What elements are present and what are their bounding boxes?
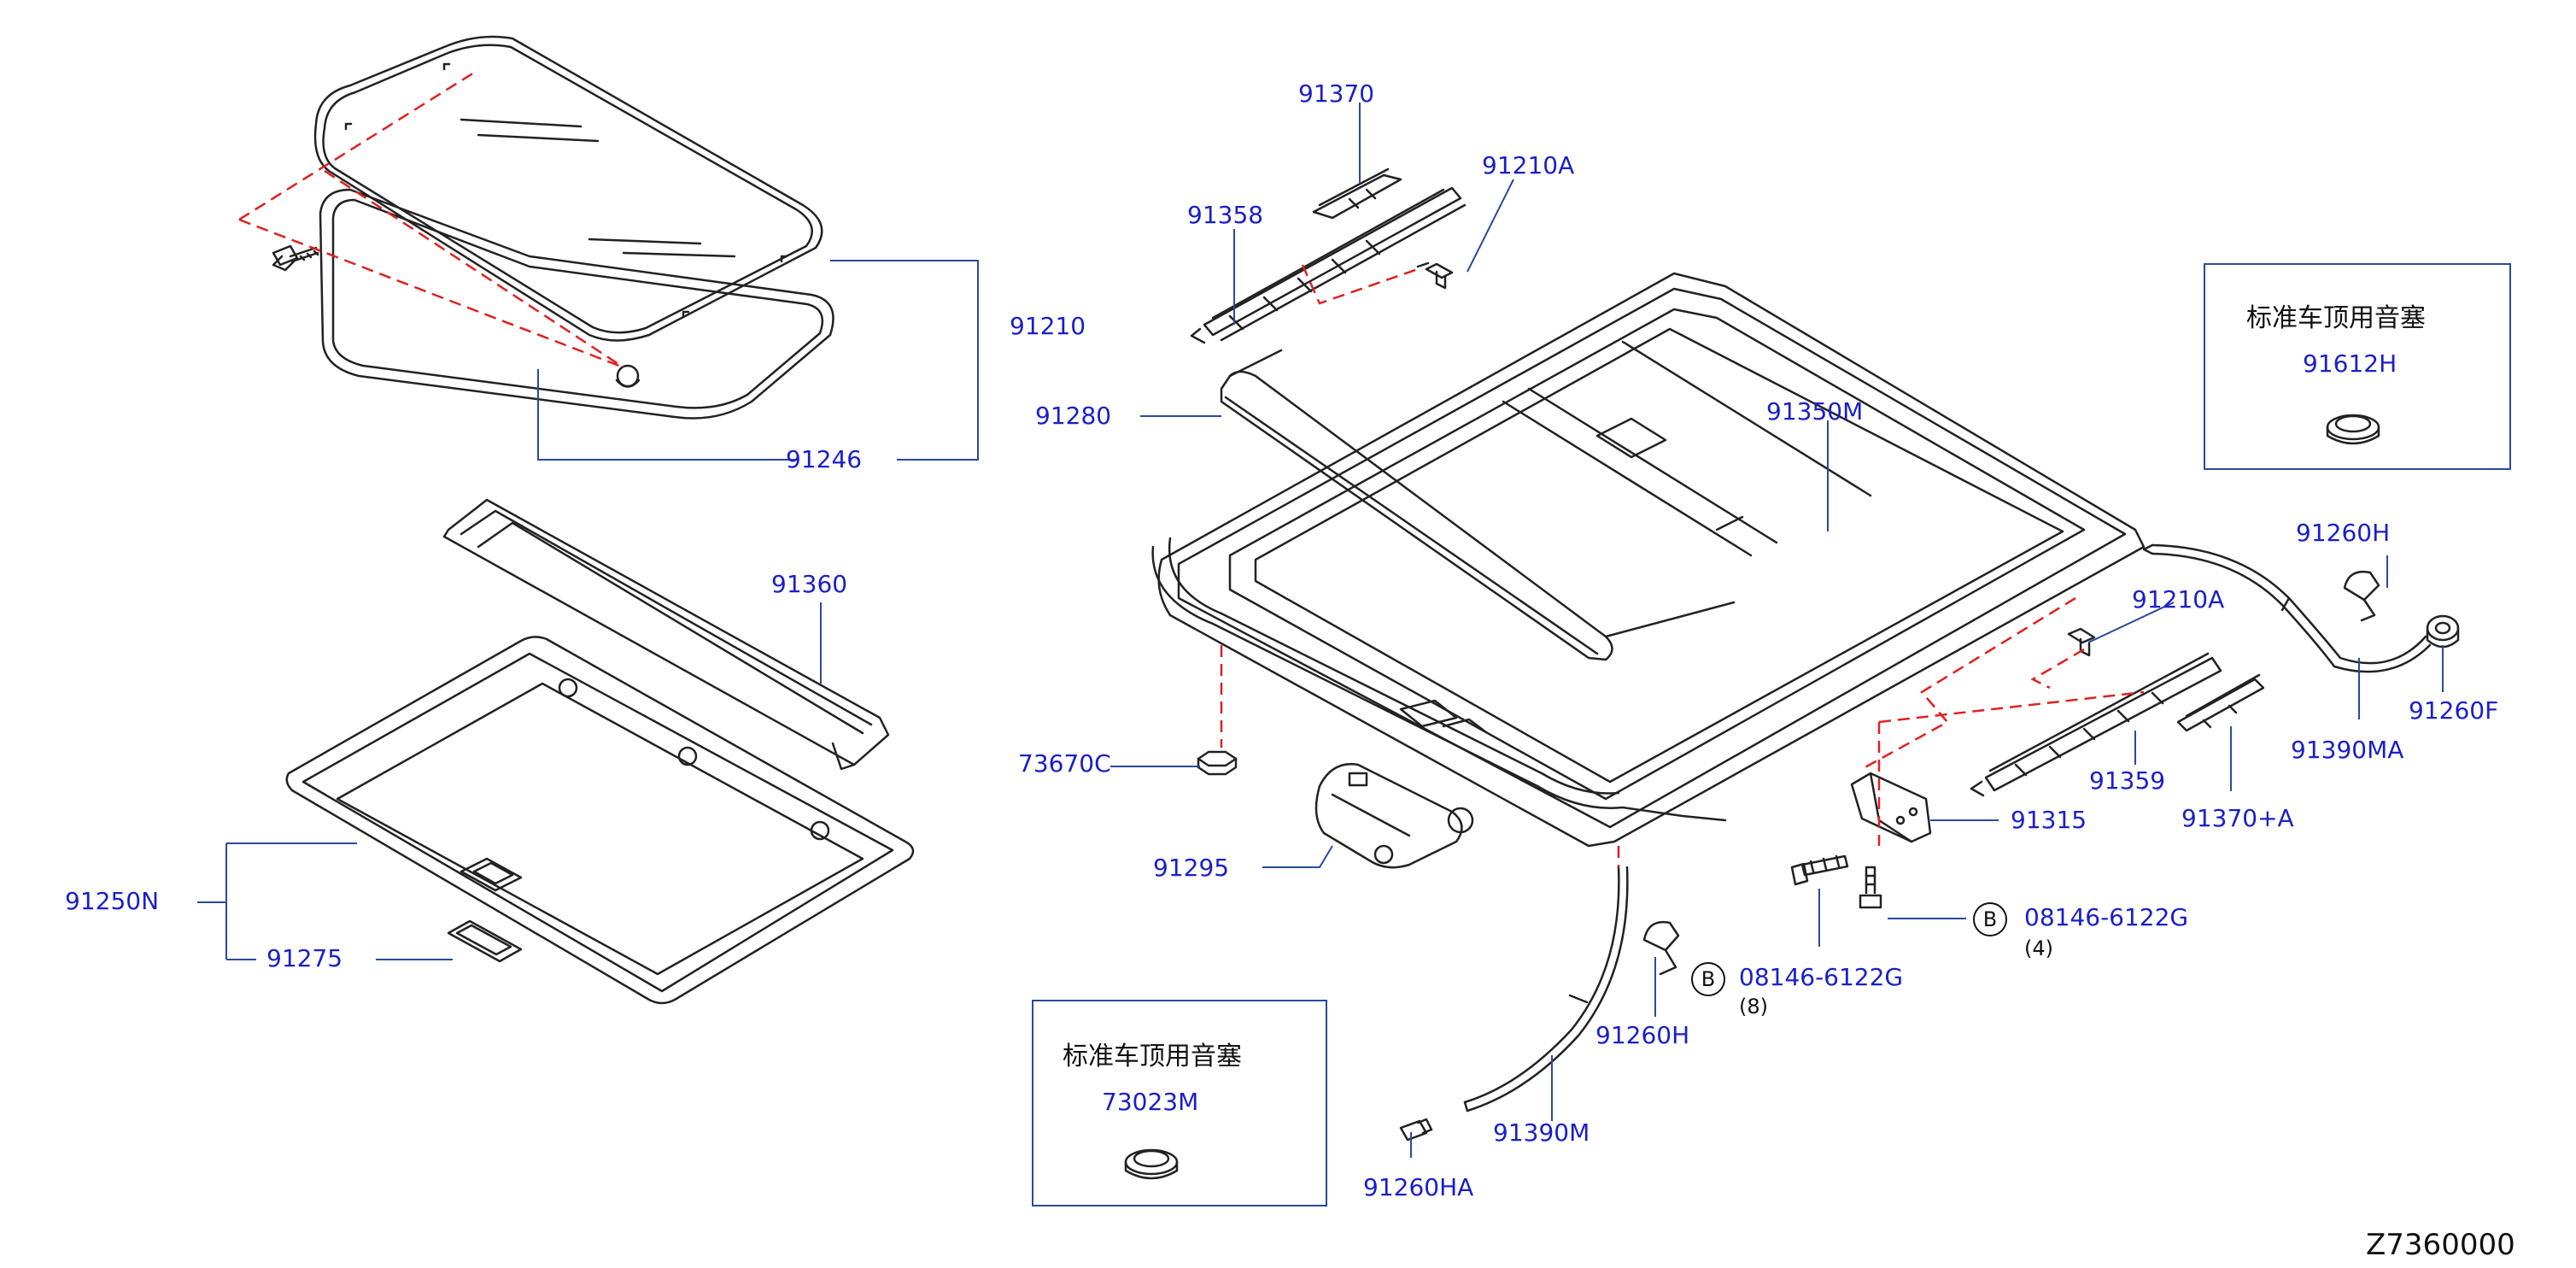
label-91315[interactable]: 91315 bbox=[2011, 806, 2087, 834]
screw-drawing bbox=[1416, 261, 1454, 290]
inset-note-bottom: 标准车顶用音塞 bbox=[1063, 1042, 1242, 1071]
label-91260f[interactable]: 91260F bbox=[2409, 696, 2499, 725]
drain-hose-drawing bbox=[2142, 543, 2432, 673]
bracket-drawing bbox=[1850, 772, 1932, 843]
clip-drawing bbox=[2343, 570, 2380, 622]
screw-drawing bbox=[272, 244, 319, 272]
drain-hose-drawing bbox=[1463, 866, 1629, 1112]
quantity-left: (8) bbox=[1739, 995, 1768, 1019]
label-91360[interactable]: 91360 bbox=[771, 570, 848, 598]
seal-drawing bbox=[319, 188, 834, 420]
bolt-marker-b-right: B bbox=[1973, 902, 2007, 936]
label-91612h[interactable]: 91612H bbox=[2303, 349, 2397, 378]
label-73023m[interactable]: 73023M bbox=[1102, 1088, 1199, 1116]
alignment-lines bbox=[238, 71, 2145, 867]
label-73670c[interactable]: 73670C bbox=[1018, 749, 1111, 778]
glass-panel-drawing bbox=[313, 35, 823, 342]
headliner-panel-drawing bbox=[285, 636, 915, 1005]
motor-drawing bbox=[1314, 763, 1474, 869]
sunshade-bar-drawing bbox=[442, 498, 890, 771]
guide-rail-drawing bbox=[1312, 167, 1402, 220]
label-91350m[interactable]: 91350M bbox=[1766, 397, 1864, 426]
inset-box-top-right bbox=[2204, 263, 2511, 470]
rail-assembly-drawing bbox=[1190, 186, 1467, 344]
bolt-drawing bbox=[1859, 866, 1882, 909]
label-91260h-right[interactable]: 91260H bbox=[2296, 519, 2391, 547]
label-91390m[interactable]: 91390M bbox=[1493, 1118, 1590, 1147]
label-08146-6122g-left[interactable]: 08146-6122G bbox=[1739, 963, 1904, 991]
label-91358[interactable]: 91358 bbox=[1187, 201, 1264, 229]
label-91210a-top[interactable]: 91210A bbox=[1482, 151, 1575, 179]
quantity-right: (4) bbox=[2024, 936, 2053, 960]
plug-drawing bbox=[1399, 1118, 1433, 1142]
inset-box-bottom bbox=[1032, 1000, 1327, 1206]
label-91370a[interactable]: 91370+A bbox=[2181, 804, 2294, 832]
clip-drawing bbox=[1642, 920, 1680, 976]
label-91260ha[interactable]: 91260HA bbox=[1363, 1173, 1474, 1201]
label-91210a-right[interactable]: 91210A bbox=[2132, 585, 2225, 613]
sunroof-frame-drawing bbox=[1157, 272, 2146, 848]
label-91359[interactable]: 91359 bbox=[2089, 766, 2166, 795]
wind-deflector-drawing bbox=[1220, 349, 1736, 661]
plug-drawing bbox=[2326, 414, 2380, 445]
nut-drawing bbox=[1197, 750, 1238, 776]
grommet-drawing bbox=[2426, 614, 2460, 649]
label-91370[interactable]: 91370 bbox=[1298, 79, 1375, 108]
label-91210[interactable]: 91210 bbox=[1010, 312, 1086, 340]
label-91275[interactable]: 91275 bbox=[266, 944, 343, 972]
label-08146-6122g-right[interactable]: 08146-6122G bbox=[2024, 903, 2189, 931]
label-91246[interactable]: 91246 bbox=[786, 445, 863, 473]
bolt-drawing bbox=[1790, 854, 1849, 886]
inset-note-top-right: 标准车顶用音塞 bbox=[2246, 303, 2426, 333]
label-91280[interactable]: 91280 bbox=[1035, 402, 1112, 430]
label-91390ma[interactable]: 91390MA bbox=[2291, 736, 2404, 764]
plug-drawing bbox=[1124, 1148, 1179, 1180]
diagram-code: Z7360000 bbox=[2366, 1228, 2515, 1262]
drain-frame-drawing bbox=[1151, 537, 1727, 822]
handle-drawing bbox=[447, 919, 523, 963]
label-91250n[interactable]: 91250N bbox=[65, 887, 160, 915]
rail-assembly-drawing bbox=[1970, 652, 2222, 797]
label-91260h-bottom[interactable]: 91260H bbox=[1595, 1021, 1690, 1049]
bolt-marker-b-left: B bbox=[1691, 962, 1725, 996]
guide-rail-drawing bbox=[2176, 673, 2265, 732]
label-91295[interactable]: 91295 bbox=[1153, 854, 1230, 882]
screw-drawing bbox=[2067, 627, 2096, 657]
leader-lines bbox=[197, 103, 2444, 1158]
